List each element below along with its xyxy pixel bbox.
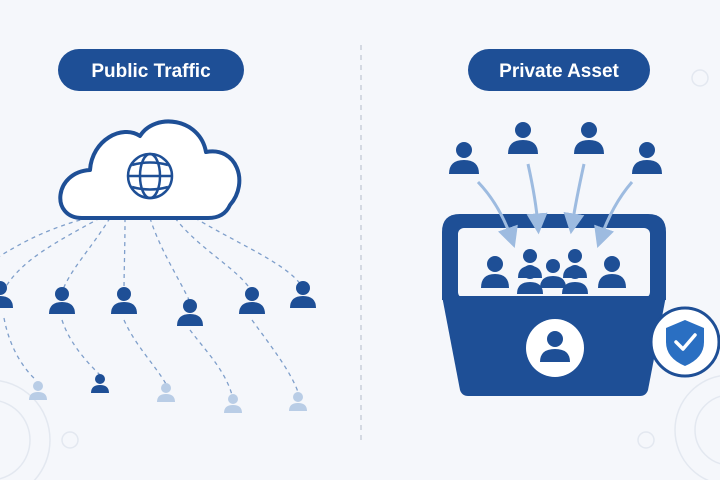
- public-traffic-title: Public Traffic: [91, 61, 211, 82]
- globe-icon: [126, 152, 174, 200]
- user-icon: [540, 331, 570, 362]
- user-icon: [239, 287, 265, 314]
- user-icon: [449, 142, 479, 174]
- user-icon: [29, 381, 47, 400]
- user-icon: [517, 265, 543, 294]
- user-icon: [632, 142, 662, 174]
- public-users-row: [0, 281, 316, 326]
- user-icon: [562, 265, 588, 294]
- public-traffic-panel: Public Traffic: [0, 49, 316, 413]
- private-asset-pill: Private Asset: [468, 49, 650, 91]
- public-traffic-pill: Public Traffic: [58, 49, 244, 91]
- user-icon: [481, 256, 509, 288]
- user-icon: [157, 383, 175, 402]
- user-icon: [574, 122, 604, 154]
- user-icon: [508, 122, 538, 154]
- container-icon: [442, 214, 666, 396]
- user-icon: [598, 256, 626, 288]
- private-asset-title: Private Asset: [499, 61, 619, 82]
- user-icon: [49, 287, 75, 314]
- contained-users: [481, 249, 626, 294]
- user-icon: [111, 287, 137, 314]
- user-icon: [289, 392, 307, 411]
- inflow-arrows: [476, 163, 634, 248]
- incoming-users: [449, 122, 662, 174]
- user-icon: [540, 259, 566, 288]
- user-icon: [91, 374, 109, 393]
- user-icon: [0, 281, 13, 308]
- user-icon: [224, 394, 242, 413]
- user-icon: [290, 281, 316, 308]
- public-users-faint-row: [29, 374, 307, 413]
- shield-check-icon: [649, 306, 720, 378]
- user-icon: [177, 299, 203, 326]
- cloud-icon: [58, 119, 242, 220]
- traffic-lines: [0, 217, 304, 396]
- private-asset-panel: Private Asset: [442, 49, 720, 396]
- background-decoration: [0, 69, 720, 480]
